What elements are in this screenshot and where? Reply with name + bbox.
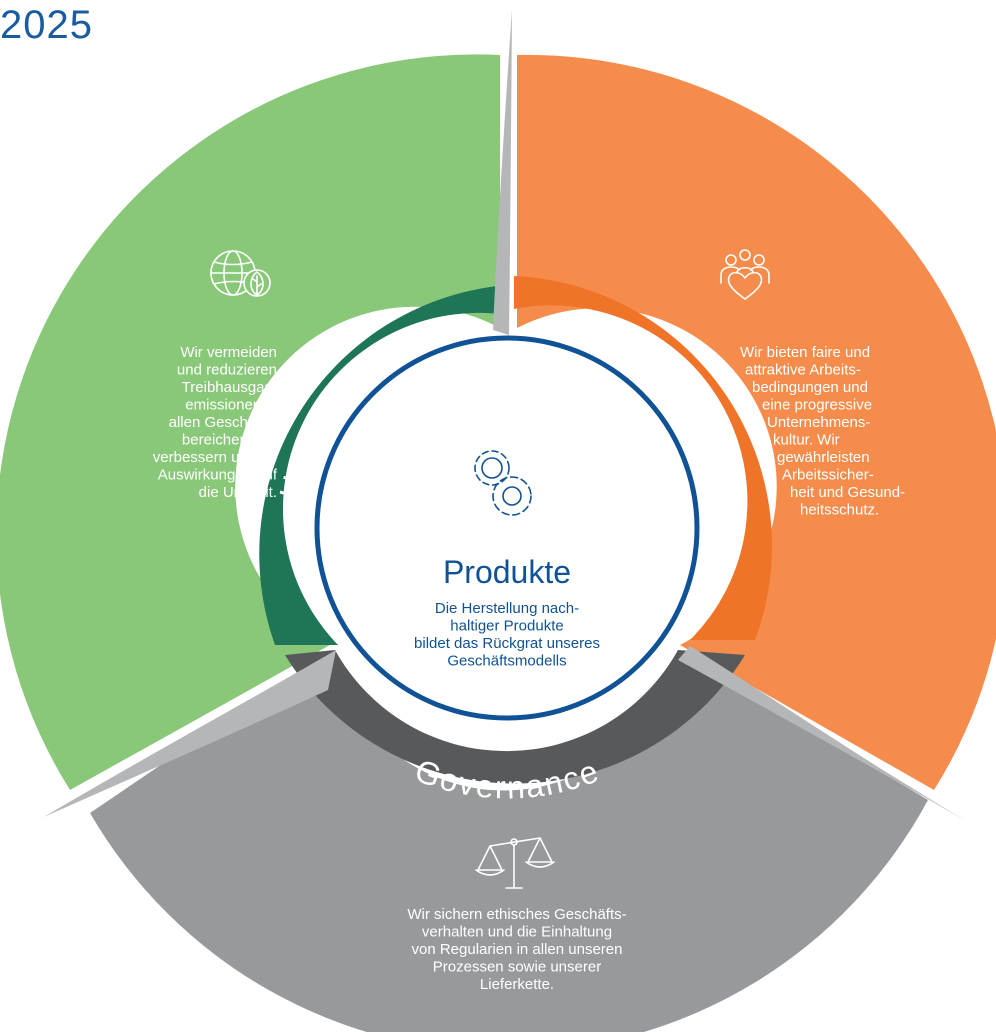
soziales-text-line: eine progressive xyxy=(762,397,872,414)
center-circle xyxy=(314,335,700,721)
governance-text-line: verhalten und die Einhaltung xyxy=(422,924,612,941)
soziales-inner-ring xyxy=(514,276,772,640)
soziales-outer-segment xyxy=(517,54,996,790)
governance-inner-ring xyxy=(285,650,745,784)
governance-outer-segment xyxy=(90,650,928,1032)
people-heart-icon xyxy=(720,249,770,300)
governance-text-line: Lieferkette. xyxy=(480,976,554,993)
center-text-line: haltiger Produkte xyxy=(450,618,563,635)
soziales-text-line: heitsschutz. xyxy=(800,502,879,519)
umwelt-text-line: Auswirkungen auf xyxy=(158,467,278,484)
divider-top xyxy=(493,10,512,335)
center-text-line: Geschäftsmodells xyxy=(447,653,566,670)
soziales-text-line: Arbeitssicher- xyxy=(782,467,874,484)
scales-icon xyxy=(475,837,555,889)
soziales-text-line: heit und Gesund- xyxy=(790,484,905,501)
governance-text-line: Prozessen sowie unserer xyxy=(433,959,601,976)
umwelt-text-line: emissionen in xyxy=(185,397,277,414)
umwelt-inner-ring xyxy=(259,285,508,645)
center-text-line: Die Herstellung nach- xyxy=(435,600,579,617)
umwelt-text-line: verbessern unsere xyxy=(153,449,277,466)
soziales-text-line: gewährleisten xyxy=(777,449,870,466)
umwelt-text-line: und reduzieren xyxy=(177,362,277,379)
umwelt-outer-segment xyxy=(0,54,500,790)
divider-left xyxy=(44,650,336,817)
center-text-line: bildet das Rückgrat unseres xyxy=(414,635,600,652)
soziales-text-line: bedingungen und xyxy=(752,379,868,396)
umwelt-text-line: allen Geschäfts- xyxy=(169,414,277,431)
governance-text-line: Wir sichern ethisches Geschäfts- xyxy=(407,906,626,923)
globe-leaf-icon xyxy=(210,250,271,297)
umwelt-text-line: Treibhausgas- xyxy=(182,379,277,396)
year-heading: 2025 xyxy=(0,3,93,47)
governance-text-line: von Regularien in allen unseren xyxy=(412,941,623,958)
gears-icon xyxy=(474,450,532,516)
soziales-text-line: Unternehmens- xyxy=(767,414,870,431)
umwelt-text-line: Wir vermeiden xyxy=(180,344,277,361)
governance-text: Wir sichern ethisches Geschäfts-verhalte… xyxy=(407,906,626,993)
soziales-text-line: kultur. Wir xyxy=(773,432,840,449)
divider-right xyxy=(678,646,968,822)
umwelt-text-line: bereichen und xyxy=(182,432,277,449)
soziales-text-line: attraktive Arbeits- xyxy=(745,362,861,379)
umwelt-text-line: die Umwelt. xyxy=(199,484,277,501)
soziales-text-line: Wir bieten faire und xyxy=(740,344,870,361)
center-title: Produkte xyxy=(443,554,571,590)
